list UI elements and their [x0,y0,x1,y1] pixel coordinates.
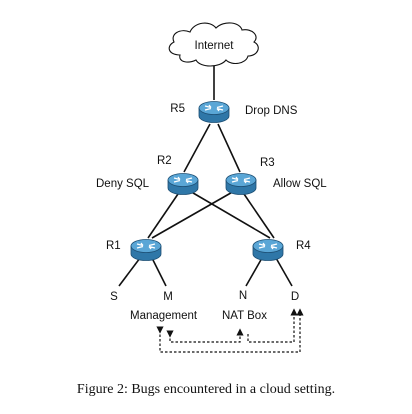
link-r3-r1 [151,189,237,239]
path-management-nat [166,328,244,343]
router-policy-r5: Drop DNS [245,105,298,117]
router-r1-icon [130,239,162,261]
nat-box-label: NAT Box [222,310,267,322]
routers [130,101,284,261]
internet-label: Internet [195,40,235,52]
link-r1-m [151,257,167,287]
router-name-r2: R2 [157,155,172,167]
router-r4-icon [252,239,284,261]
link-r5-r2 [183,123,211,173]
link-r2-r1 [147,193,179,239]
router-name-r3: R3 [260,157,275,169]
router-name-r1: R1 [106,240,121,252]
figure-caption: Figure 2: Bugs encountered in a cloud se… [77,382,335,397]
router-r2-icon [167,173,199,195]
router-name-r4: R4 [296,240,311,252]
link-r4-d [275,257,293,287]
router-policy-r2: Deny SQL [96,178,150,190]
links [118,66,293,287]
router-r3-icon [225,173,257,195]
host-s-label: S [110,291,118,303]
router-name-r5: R5 [170,103,185,115]
router-policy-r3: Allow SQL [273,178,327,190]
link-r2-r4 [187,189,271,239]
traffic-paths [156,308,304,353]
management-label: Management [130,310,198,322]
internet-cloud: Internet [168,22,259,67]
link-r1-s [118,257,141,287]
link-r4-n [245,257,263,287]
host-d-label: D [291,291,299,303]
link-r3-r4 [243,193,275,239]
path-management-d [156,308,304,353]
host-m-label: M [163,291,173,303]
host-n-label: N [239,290,247,302]
link-r5-r3 [217,123,241,173]
router-r5-icon [198,101,230,123]
